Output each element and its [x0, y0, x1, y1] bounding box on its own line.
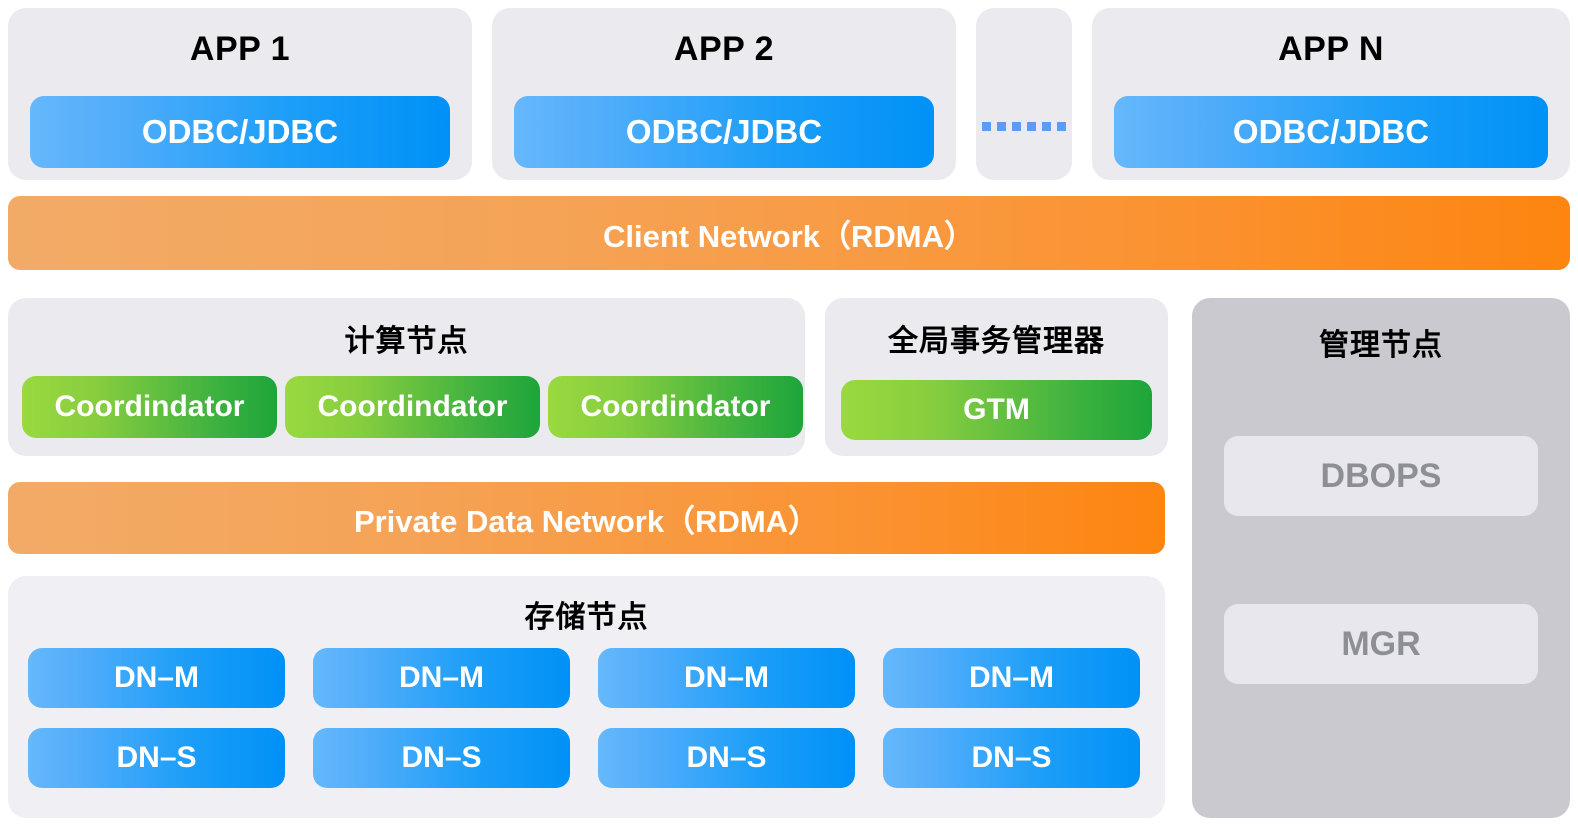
ellipsis-dot [1057, 121, 1066, 131]
coordinator-node-1[interactable]: Coordindator [22, 376, 277, 438]
app-card-2: APP 2 ODBC/JDBC [492, 8, 956, 180]
coordinator-node-2[interactable]: Coordindator [285, 376, 540, 438]
storage-node-master-2[interactable]: DN–M [313, 648, 570, 708]
compute-node-title: 计算节点 [344, 325, 469, 358]
compute-node-panel: 计算节点 Coordindator Coordindator Coordinda… [8, 298, 805, 456]
management-node-title: 管理节点 [1319, 329, 1443, 362]
storage-node-slave-4[interactable]: DN–S [883, 728, 1140, 788]
app-card-n-title: APP N [1278, 30, 1384, 68]
gtm-panel-title: 全局事务管理器 [888, 325, 1105, 358]
storage-node-title: 存储节点 [524, 601, 649, 634]
storage-node-master-3[interactable]: DN–M [598, 648, 855, 708]
ellipsis-dot [1042, 121, 1051, 131]
ellipsis-dot [997, 121, 1006, 131]
app-card-n: APP N ODBC/JDBC [1092, 8, 1570, 180]
app-card-1-title: APP 1 [189, 30, 291, 68]
private-data-network-bar: Private Data Network（RDMA） [8, 482, 1165, 554]
app-card-2-driver-pill[interactable]: ODBC/JDBC [514, 96, 934, 168]
management-node-panel: 管理节点 DBOPS MGR [1192, 298, 1570, 818]
storage-node-master-4[interactable]: DN–M [883, 648, 1140, 708]
storage-node-master-1[interactable]: DN–M [28, 648, 285, 708]
mgr-node[interactable]: MGR [1224, 604, 1538, 684]
storage-node-slave-2[interactable]: DN–S [313, 728, 570, 788]
storage-node-slave-3[interactable]: DN–S [598, 728, 855, 788]
app-card-1: APP 1 ODBC/JDBC [8, 8, 472, 180]
storage-node-panel: 存储节点 DN–M DN–S DN–M DN–S DN–M DN–S DN–M … [8, 576, 1165, 818]
app-card-2-title: APP 2 [673, 30, 775, 68]
ellipsis-icon [976, 120, 1072, 132]
ellipsis-dot [982, 121, 991, 131]
ellipsis-dot [1027, 121, 1036, 131]
client-network-bar: Client Network（RDMA） [8, 196, 1570, 270]
more-apps-card [976, 8, 1072, 180]
coordinator-node-3[interactable]: Coordindator [548, 376, 803, 438]
gtm-panel: 全局事务管理器 GTM [825, 298, 1168, 456]
ellipsis-dot [1012, 121, 1021, 131]
storage-node-slave-1[interactable]: DN–S [28, 728, 285, 788]
gtm-node[interactable]: GTM [841, 380, 1152, 440]
app-card-1-driver-pill[interactable]: ODBC/JDBC [30, 96, 450, 168]
app-card-n-driver-pill[interactable]: ODBC/JDBC [1114, 96, 1548, 168]
dbops-node[interactable]: DBOPS [1224, 436, 1538, 516]
